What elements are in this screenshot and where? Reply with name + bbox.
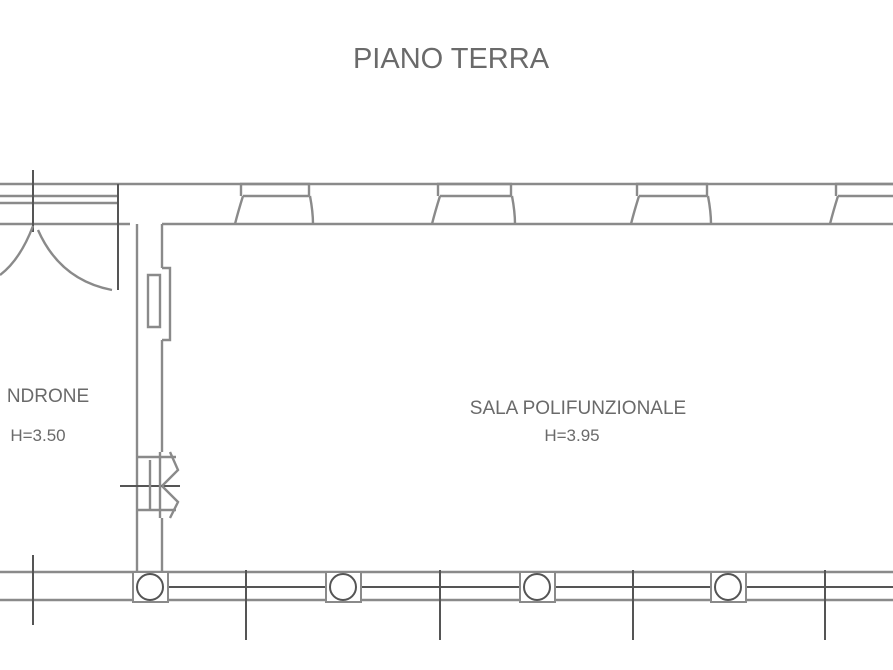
- room-height-sala: H=3.95: [544, 426, 599, 445]
- columns: [132, 571, 747, 603]
- room-label-sala: SALA POLIFUNZIONALE: [470, 398, 686, 419]
- double-door: [120, 451, 180, 519]
- plan-title: PIANO TERRA: [353, 43, 550, 75]
- room-label-androne: NDRONE: [7, 386, 89, 407]
- windows: [233, 182, 893, 225]
- entrance-door: [0, 225, 113, 292]
- room-height-androne: H=3.50: [10, 426, 65, 445]
- top-wall: [0, 170, 893, 290]
- partition-wall: [135, 224, 172, 572]
